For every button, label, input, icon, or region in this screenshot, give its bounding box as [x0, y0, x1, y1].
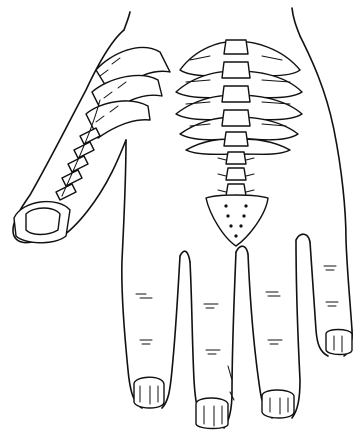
coccyx-point [234, 234, 237, 237]
central-spine [176, 40, 302, 246]
hand-right-edge [300, 36, 352, 330]
sacral-foramen [239, 224, 242, 227]
middle-side-marks [228, 366, 234, 400]
middle-nail [196, 398, 228, 429]
ring-nail [262, 390, 294, 418]
sacral-foramen [242, 214, 245, 217]
index-nail [134, 377, 164, 408]
index-finger-left [122, 140, 142, 408]
ring-crease-1 [266, 292, 280, 296]
middle-crease-2 [206, 350, 220, 354]
finger-creases [136, 266, 338, 400]
index-crease-2 [140, 340, 152, 344]
lumbar-1 [226, 152, 246, 164]
vertebra-2 [222, 62, 250, 78]
sacrum [206, 195, 268, 246]
wrist-left-line [124, 12, 130, 30]
vertebra-1 [224, 40, 248, 54]
pinky-crease-2 [326, 302, 338, 306]
lumbar-2 [226, 168, 246, 180]
vertebra-5 [224, 132, 248, 146]
sacral-foramen [226, 214, 229, 217]
vertebra-4 [222, 110, 250, 126]
web-middle-ring [236, 246, 248, 254]
web-ring-pinky [296, 234, 310, 242]
ring-finger-right [292, 240, 300, 418]
sacral-foramen [229, 224, 232, 227]
vertebra-3 [222, 86, 250, 102]
pinky-nail [326, 330, 352, 355]
thumb-nail-inner [26, 208, 60, 235]
lumbar-3 [226, 184, 246, 196]
ring-crease-2 [268, 340, 282, 344]
fingernails [14, 202, 352, 429]
pinky-crease-1 [324, 266, 336, 270]
sacral-foramen [244, 204, 247, 207]
sacral-foramen [224, 204, 227, 207]
thumb-spine [56, 47, 170, 200]
web-index-middle [180, 251, 190, 262]
index-crease-1 [136, 294, 152, 298]
wrist-right-line [292, 8, 300, 36]
middle-crease-1 [204, 304, 218, 308]
